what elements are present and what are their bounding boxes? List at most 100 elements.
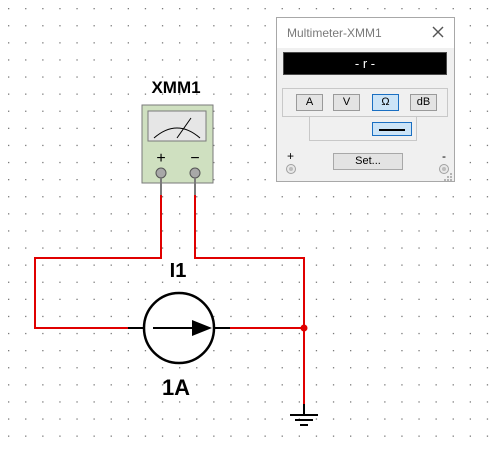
- mode-ammeter-button[interactable]: A: [296, 94, 323, 111]
- mode-decibel-button[interactable]: dB: [410, 94, 437, 111]
- grid-dot: [127, 42, 129, 44]
- grid-dot: [76, 93, 78, 95]
- grid-dot: [332, 264, 335, 266]
- grid-dot: [315, 384, 318, 386]
- grid-dot: [59, 179, 61, 181]
- grid-dot: [213, 350, 215, 352]
- grid-dot: [247, 230, 249, 232]
- grid-dot: [469, 179, 471, 181]
- grid-dot: [486, 281, 489, 283]
- minus-terminal[interactable]: [439, 164, 449, 174]
- grid-dot: [76, 315, 78, 318]
- grid-dot: [315, 298, 318, 300]
- mode-ohmmeter-button[interactable]: Ω: [372, 94, 399, 111]
- grid-dot: [76, 127, 78, 129]
- grid-dot: [93, 332, 95, 335]
- grid-dot: [76, 264, 78, 266]
- grid-dot: [418, 230, 420, 232]
- grid-dot: [452, 418, 454, 420]
- plus-terminal[interactable]: [286, 164, 296, 174]
- grid-dot: [127, 76, 129, 78]
- grid-dot: [59, 59, 61, 61]
- grid-dot: [25, 213, 27, 215]
- meter-minus-terminal[interactable]: [189, 167, 201, 179]
- grid-dot: [213, 435, 215, 437]
- wire-meter-plus[interactable]: [34, 195, 162, 329]
- grid-dot: [247, 25, 249, 27]
- grid-dot: [401, 196, 403, 198]
- multimeter-dialog[interactable]: Multimeter-XMM1 - r - A V Ω dB + - Set..…: [276, 17, 455, 182]
- grid-dot: [42, 144, 44, 147]
- dialog-titlebar[interactable]: Multimeter-XMM1: [277, 18, 454, 48]
- grid-dot: [469, 401, 471, 403]
- grid-dot: [127, 161, 129, 164]
- grid-dot: [264, 161, 266, 164]
- grid-dot: [281, 350, 283, 352]
- grid-dot: [110, 247, 112, 249]
- wire-meter-minus[interactable]: [194, 195, 305, 328]
- grid-dot: [213, 230, 215, 232]
- grid-dot: [367, 298, 369, 300]
- grid-dot: [76, 230, 78, 232]
- grid-dot: [469, 42, 471, 44]
- meter-label: XMM1: [151, 78, 200, 97]
- grid-dot: [127, 315, 129, 318]
- grid-dot: [469, 110, 471, 112]
- grid-dot: [8, 281, 10, 283]
- grid-dot: [144, 93, 147, 95]
- grid-dot: [213, 384, 215, 386]
- grid-dot: [230, 144, 232, 147]
- grid-dot: [230, 59, 232, 61]
- grid-dot: [367, 435, 369, 437]
- grid-dot: [179, 435, 181, 437]
- grid-dot: [93, 76, 95, 78]
- resize-grip-icon[interactable]: [443, 172, 453, 182]
- grid-dot: [8, 418, 10, 420]
- grid-dot: [469, 384, 471, 386]
- grid-dot: [281, 281, 283, 283]
- grid-dot: [298, 8, 300, 10]
- close-icon[interactable]: [429, 23, 447, 41]
- grid-dot: [469, 350, 471, 352]
- meter-plus-terminal[interactable]: [155, 167, 167, 179]
- grid-dot: [401, 401, 403, 403]
- grid-dot: [93, 93, 95, 95]
- grid-dot: [384, 332, 386, 335]
- grid-dot: [435, 8, 437, 10]
- grid-dot: [196, 8, 198, 10]
- grid-dot: [332, 435, 335, 437]
- grid-dot: [469, 196, 471, 198]
- grid-dot: [59, 25, 61, 27]
- grid-dot: [452, 435, 454, 437]
- mode-voltmeter-button[interactable]: V: [333, 94, 360, 111]
- multimeter-symbol[interactable]: [141, 104, 214, 184]
- grid-dot: [196, 264, 198, 266]
- grid-dot: [230, 264, 232, 266]
- grid-dot: [76, 350, 78, 352]
- grid-dot: [469, 59, 471, 61]
- grid-dot: [213, 401, 215, 403]
- grid-dot: [127, 435, 129, 437]
- grid-dot: [76, 76, 78, 78]
- grid-dot: [332, 247, 335, 249]
- grid-dot: [469, 25, 471, 27]
- grid-dot: [59, 384, 61, 386]
- plus-terminal-label: +: [287, 149, 295, 163]
- grid-dot: [110, 350, 112, 352]
- set-button[interactable]: Set...: [333, 153, 403, 170]
- grid-dot: [230, 110, 232, 112]
- grid-dot: [76, 213, 78, 215]
- signal-dc-button[interactable]: [372, 122, 412, 136]
- grid-dot: [384, 196, 386, 198]
- junction-dot[interactable]: [300, 324, 308, 332]
- grid-dot: [25, 8, 27, 10]
- grid-dot: [127, 93, 129, 95]
- ground-icon[interactable]: [290, 404, 318, 426]
- grid-dot: [486, 179, 489, 181]
- wires[interactable]: [34, 195, 305, 404]
- grid-dot: [127, 384, 129, 386]
- grid-dot: [42, 298, 44, 300]
- grid-dot: [452, 230, 454, 232]
- current-source-i1[interactable]: [142, 291, 216, 365]
